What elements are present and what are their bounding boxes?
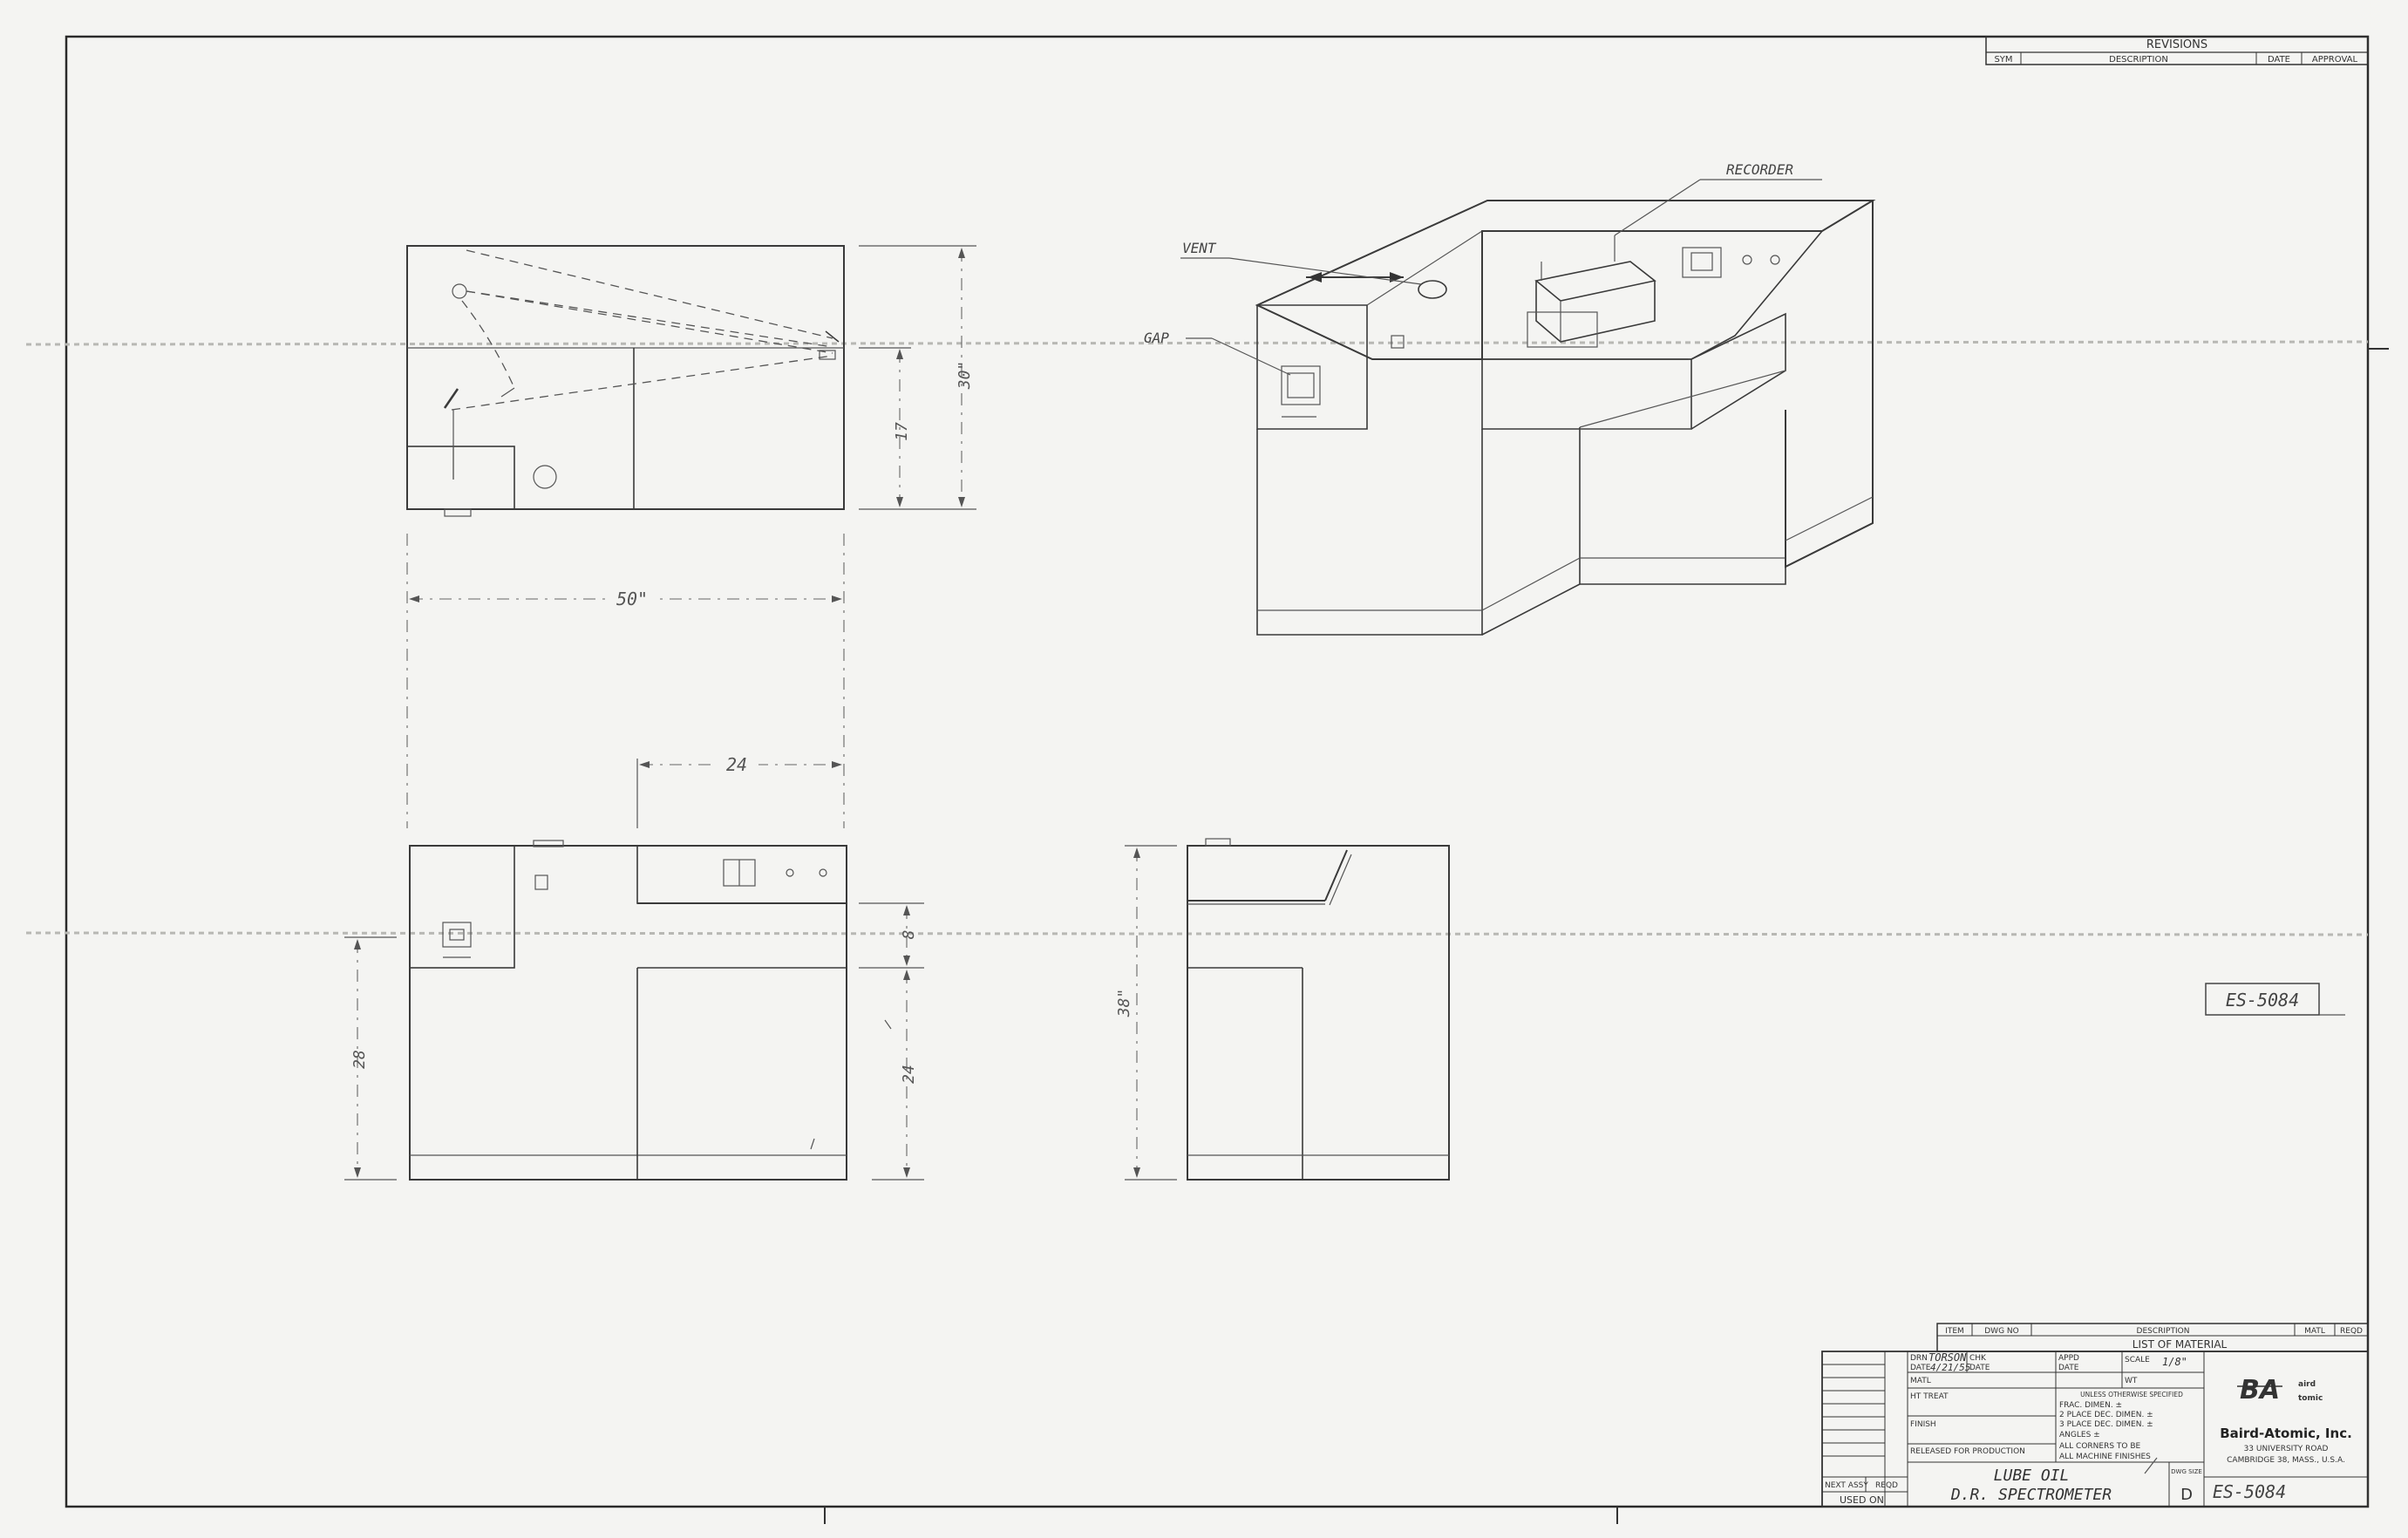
released-label: RELEASED FOR PRODUCTION <box>1910 1447 2025 1456</box>
isometric-view <box>1255 200 1876 636</box>
dim-24-horizontal: 24 <box>726 754 747 775</box>
baird-atomic-logo: BA aird tomic <box>2237 1375 2323 1405</box>
scale-value: 1/8" <box>2162 1356 2187 1368</box>
revisions-col-approval: APPROVAL <box>2312 55 2358 65</box>
scan-smudge <box>25 931 2369 936</box>
revisions-block: REVISIONS SYM DESCRIPTION DATE APPROVAL <box>1985 36 2369 65</box>
dim-30: 30" <box>956 361 974 391</box>
dim-38: 38" <box>1115 989 1133 1018</box>
bom-col-description: DESCRIPTION <box>2137 1327 2190 1336</box>
drawing-title-line2: D.R. SPECTROMETER <box>1950 1486 2112 1504</box>
logo-word-tomic: tomic <box>2298 1394 2323 1403</box>
drawn-value: TORSON <box>1928 1351 1967 1364</box>
company-address-line2: CAMBRIDGE 38, MASS., U.S.A. <box>2227 1456 2345 1465</box>
optical-path-line <box>466 249 833 339</box>
optical-path-line <box>466 290 833 348</box>
dim-8: 8 <box>900 930 918 940</box>
dim-24-vertical: 24 <box>900 1065 918 1084</box>
matl-label: MATL <box>1910 1377 1931 1385</box>
revisions-col-date: DATE <box>2268 55 2290 65</box>
top-view-dimensions: 30" 17 50" 24 <box>406 245 976 828</box>
bom-col-dwg-no: DWG NO <box>1984 1327 2018 1336</box>
callout-gap: GAP <box>1144 330 1169 346</box>
callout-recorder: RECORDER <box>1726 161 1793 178</box>
dim-17: 17 <box>893 422 911 441</box>
bom-title: LIST OF MATERIAL <box>2133 1338 2228 1351</box>
front-view <box>409 840 892 1181</box>
appd-date-label: DATE <box>2058 1364 2079 1372</box>
logo-letters: BA <box>2240 1375 2280 1405</box>
company-address-line1: 33 UNIVERSITY ROAD <box>2244 1445 2329 1453</box>
next-assy-label: NEXT ASSY <box>1825 1481 1868 1490</box>
revisions-col-sym: SYM <box>1994 55 2012 65</box>
tolerance-line: 3 PLACE DEC. DIMEN. ± <box>2059 1420 2153 1429</box>
tolerance-line: FRAC. DIMEN. ± <box>2059 1401 2122 1410</box>
callout-vent: VENT <box>1182 240 1217 256</box>
appd-label: APPD <box>2058 1354 2079 1363</box>
side-view: 38" <box>1115 838 1450 1181</box>
reqd-label: REQD <box>1875 1481 1898 1490</box>
list-of-material: ITEM DWG NO DESCRIPTION MATL REQD LIST O… <box>1936 1323 2369 1352</box>
revisions-col-description: DESCRIPTION <box>2109 55 2168 65</box>
ht-treat-label: HT TREAT <box>1910 1392 1949 1401</box>
stamp-number: ES-5084 <box>2226 990 2299 1011</box>
revisions-title: REVISIONS <box>2146 38 2207 51</box>
tolerance-line: 2 PLACE DEC. DIMEN. ± <box>2059 1411 2153 1419</box>
scale-label: SCALE <box>2125 1356 2150 1364</box>
callouts: RECORDER VENT GAP <box>1144 161 1822 376</box>
drawing-number-stamp: ES-5084 <box>2205 983 2345 1016</box>
tolerance-line: ALL CORNERS TO BE <box>2059 1442 2141 1451</box>
optical-path-line <box>461 300 515 389</box>
tolerance-line: ALL MACHINE FINISHES <box>2059 1453 2151 1461</box>
date-label: DATE <box>1910 1364 1931 1372</box>
finish-label: FINISH <box>1910 1420 1936 1429</box>
sheet-border <box>65 35 2370 1508</box>
bom-col-matl: MATL <box>2304 1327 2325 1336</box>
dwg-size-label: DWG SIZE <box>2171 1468 2202 1475</box>
drawing-number: ES-5084 <box>2213 1481 2286 1502</box>
dim-50: 50" <box>616 589 648 609</box>
logo-word-aird: aird <box>2298 1380 2316 1389</box>
optical-path-line <box>451 355 833 411</box>
drawn-label: DRN <box>1910 1354 1928 1363</box>
bom-col-item: ITEM <box>1945 1327 1964 1336</box>
used-on-label: USED ON <box>1840 1494 1884 1506</box>
date-value: 4/21/55 <box>1930 1362 1970 1373</box>
company-name: Baird-Atomic, Inc. <box>2220 1426 2352 1441</box>
tolerance-heading: UNLESS OTHERWISE SPECIFIED <box>2080 1391 2183 1398</box>
bom-col-reqd: REQD <box>2340 1327 2363 1336</box>
chk-date-label: DATE <box>1969 1364 1990 1372</box>
front-view-dimensions: 8 24 28 <box>344 902 924 1181</box>
optical-path-line <box>466 290 833 354</box>
title-block: DRN TORSON DATE 4/21/55 CHK DATE APPD DA… <box>1821 1351 2369 1507</box>
dwg-size-value: D <box>2180 1486 2193 1504</box>
top-view <box>406 245 845 517</box>
chk-label: CHK <box>1969 1354 1987 1363</box>
scan-smudge <box>25 340 2369 346</box>
drawing-title-line1: LUBE OIL <box>1994 1467 2070 1485</box>
round-port-circle <box>533 465 557 489</box>
dim-28: 28 <box>350 1050 369 1069</box>
tolerance-line: ANGLES ± <box>2059 1431 2100 1439</box>
wt-label: WT <box>2125 1377 2138 1385</box>
